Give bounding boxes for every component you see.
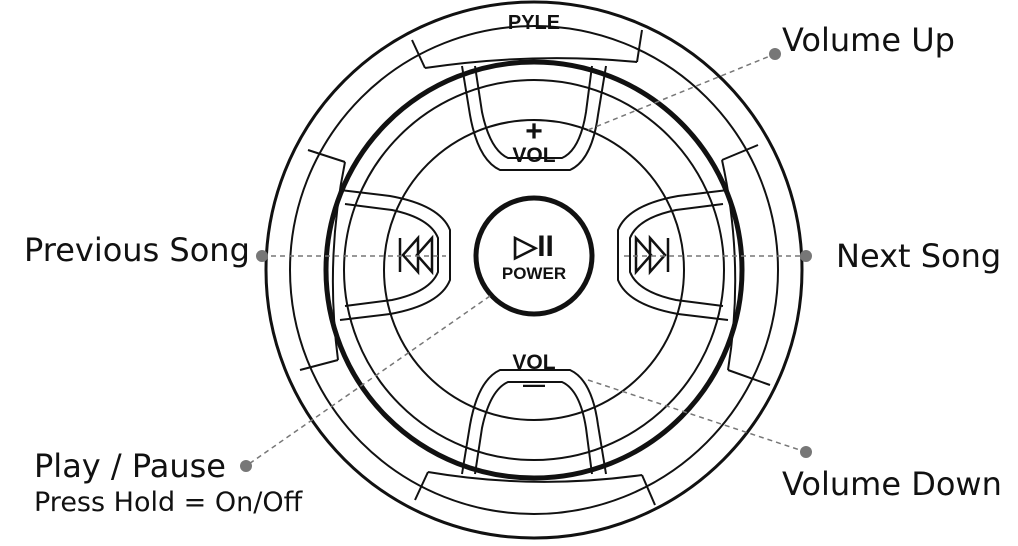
- inner-bezel: [323, 59, 745, 481]
- outer-rim: [264, 0, 804, 540]
- center-ring: [383, 119, 685, 421]
- callout-lines: [245, 53, 807, 467]
- face-ring: [343, 79, 725, 461]
- vol-down-button[interactable]: [461, 369, 607, 475]
- previous-song-callout: Previous Song: [24, 231, 250, 269]
- outer-rim-inner: [289, 25, 779, 515]
- vol-up-button[interactable]: [461, 65, 607, 171]
- next-icon: [634, 234, 670, 276]
- press-hold-callout: Press Hold = On/Off: [34, 487, 303, 518]
- vol-up-label: VOL: [512, 144, 555, 167]
- previous-icon: [398, 234, 434, 276]
- callout-dots: [240, 48, 812, 472]
- play-pause-callout: Play / Pause: [34, 447, 226, 485]
- previous-button[interactable]: [339, 189, 451, 321]
- power-label: POWER: [502, 264, 566, 283]
- volume-up-callout: Volume Up: [782, 21, 955, 59]
- next-button[interactable]: [617, 189, 729, 321]
- power-symbol: ▷II: [513, 230, 554, 263]
- next-song-callout: Next Song: [836, 237, 1002, 275]
- vol-down-symbol: —: [523, 372, 545, 397]
- volume-down-callout: Volume Down: [782, 465, 1002, 503]
- vol-up-symbol: +: [525, 115, 543, 148]
- power-button[interactable]: [473, 195, 595, 317]
- vol-down-label: VOL: [512, 351, 555, 374]
- brand-logo: PYLE: [508, 12, 560, 34]
